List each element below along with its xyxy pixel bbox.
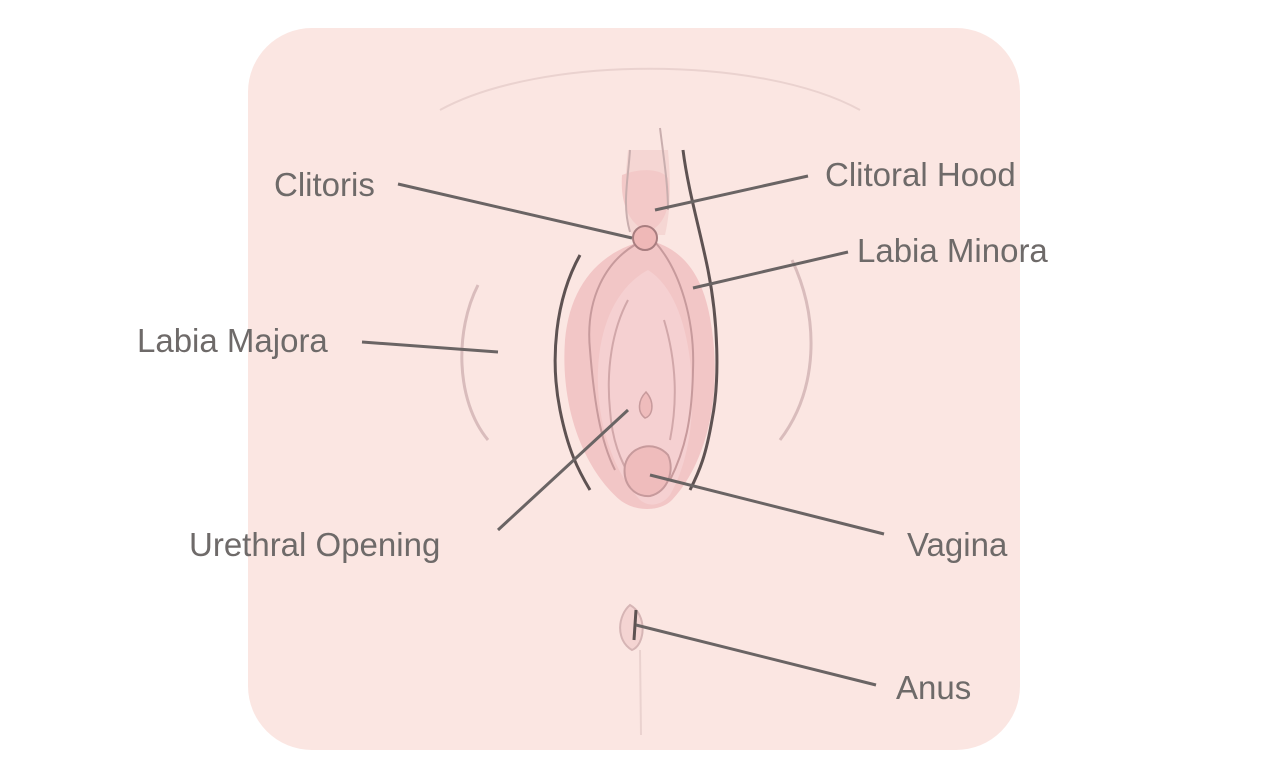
inner-fold-left xyxy=(588,241,641,471)
label-clitoral-hood: Clitoral Hood xyxy=(825,156,1016,193)
hood-left-outline xyxy=(624,149,631,233)
clitoris-glans xyxy=(632,225,658,251)
gluteal-cleft xyxy=(639,649,642,736)
hood-right-outline xyxy=(659,127,669,211)
vestibule-left-line xyxy=(607,299,633,481)
label-urethral-opening: Urethral Opening xyxy=(189,526,441,563)
anus-shape xyxy=(619,603,644,652)
vaginal-opening xyxy=(623,445,672,498)
anus-center-line xyxy=(632,609,638,641)
leader-line-clitoris xyxy=(397,182,633,240)
label-vagina: Vagina xyxy=(907,526,1008,563)
abdomen-contour xyxy=(439,67,861,111)
leader-line-vagina xyxy=(649,473,885,536)
label-labia-minora: Labia Minora xyxy=(857,232,1048,269)
clitoral-hood-shape xyxy=(621,170,670,232)
urethral-opening-shape xyxy=(638,390,653,419)
labia-majora-left-contour xyxy=(460,284,490,441)
label-labia-majora: Labia Majora xyxy=(137,322,328,359)
leader-line-clitoral-hood xyxy=(654,174,809,212)
labia-minora-right-outline xyxy=(681,149,719,491)
inner-fold-right xyxy=(654,241,695,481)
leader-line-labia-minora xyxy=(692,250,849,290)
vestibule-fill xyxy=(597,270,693,505)
label-anus: Anus xyxy=(896,669,972,706)
leader-line-anus xyxy=(635,623,877,687)
label-clitoris: Clitoris xyxy=(274,166,375,203)
vestibule-right-line xyxy=(663,319,676,441)
leader-line-labia-majora xyxy=(361,340,499,354)
labia-majora-right-contour xyxy=(778,259,813,441)
leader-line-urethral-opening xyxy=(496,408,630,532)
labia-minora-left-outline xyxy=(553,254,592,491)
